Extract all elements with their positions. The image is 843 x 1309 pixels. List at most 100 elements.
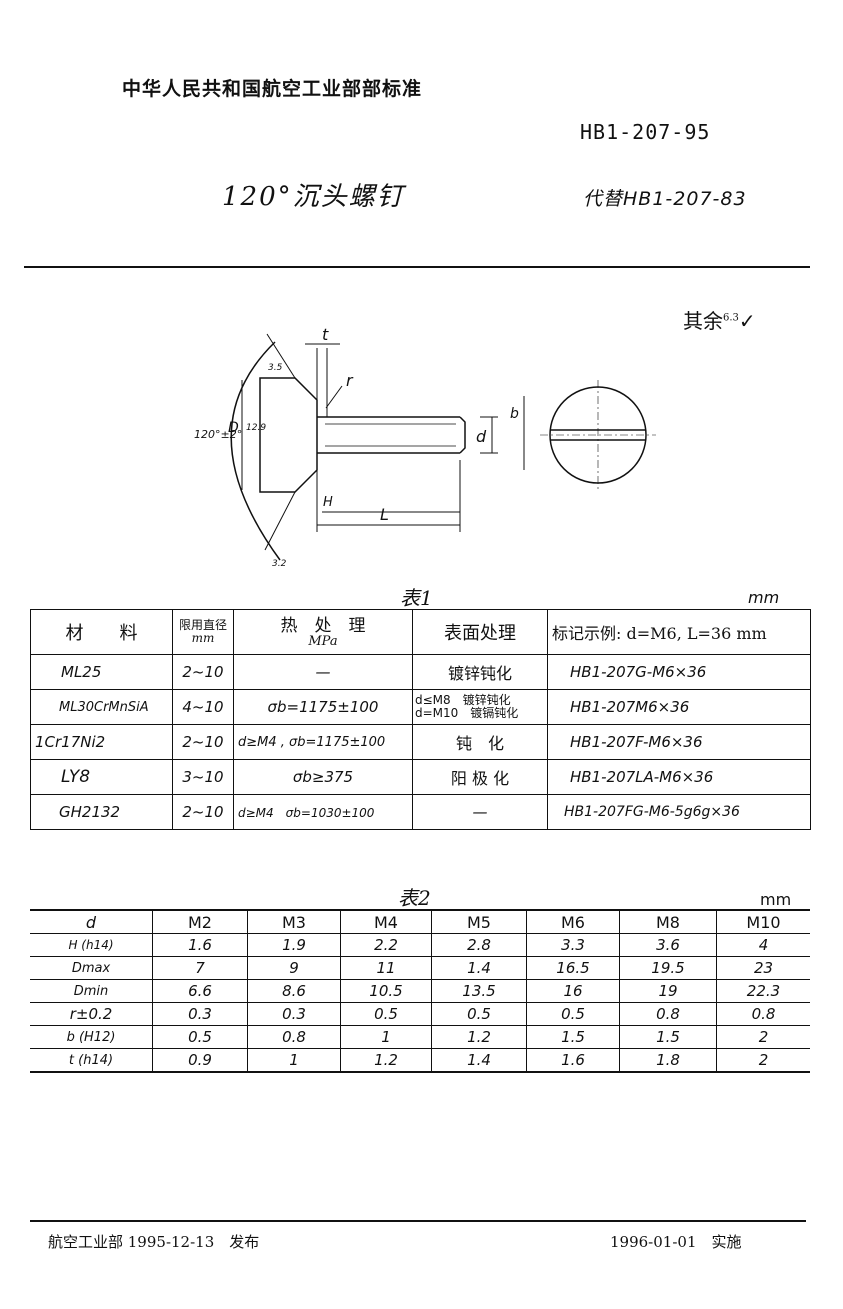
label-t: t [322, 325, 329, 344]
cell-range: 3~10 [172, 759, 234, 795]
screw-drawing: t r 120°±2° D 3.5 12.9 H L d b 3.2 [194, 325, 656, 569]
table2-unit: mm [760, 890, 792, 909]
cell: 16.5 [526, 956, 620, 980]
cell: 9 [247, 956, 341, 980]
col-m8: M8 [619, 910, 717, 934]
roughness-text: 其余 [683, 309, 723, 333]
cell: 1.6 [526, 1048, 620, 1073]
table1: 材 料 限用直径 mm 热 处 理 MPa 表面处理 标记示例: d=M6, L… [30, 609, 811, 830]
cell-example: HB1-207F-M6×36 [547, 724, 811, 760]
cell-range: 4~10 [172, 689, 234, 725]
table1-row: GH2132 2~10 d≥M4 σb=1030±100 — HB1-207FG… [30, 794, 811, 830]
table1-row: ML25 2~10 — 镀锌钝化 HB1-207G-M6×36 [30, 654, 811, 690]
table1-row: 1Cr17Ni2 2~10 d≥M4 , σb=1175±100 钝 化 HB1… [30, 724, 811, 760]
label-angle: 120°±2° [194, 428, 242, 441]
table2-row: r±0.2 0.3 0.3 0.5 0.5 0.5 0.8 0.8 [30, 1002, 810, 1026]
cell-heat: σb≥375 [233, 759, 413, 795]
cell: 0.3 [247, 1002, 341, 1026]
cell: 1.6 [152, 933, 248, 957]
cell-material: LY8 [30, 759, 173, 795]
cell-material: 1Cr17Ni2 [30, 724, 173, 760]
row-label: r±0.2 [30, 1002, 153, 1026]
table2-row: b (H12) 0.5 0.8 1 1.2 1.5 1.5 2 [30, 1025, 810, 1049]
label-chamfer-2: 12.9 [246, 423, 266, 433]
issue-date: 航空工业部 1995-12-13 发布 [48, 1233, 260, 1251]
effective-date: 1996-01-01 实施 [610, 1233, 742, 1251]
standard-number: HB1-207-95 [580, 120, 711, 144]
col-d: d [30, 910, 153, 934]
cell-material: ML25 [30, 654, 173, 690]
label-d: d [476, 427, 487, 446]
table2-caption: 表2 [398, 886, 431, 910]
table2-row: H (h14) 1.6 1.9 2.2 2.8 3.3 3.6 4 [30, 933, 810, 957]
col-m10: M10 [716, 910, 810, 934]
header-heat-treatment: 热 处 理 MPa [233, 609, 413, 655]
cell-range: 2~10 [172, 724, 234, 760]
label-L: L [380, 505, 389, 524]
cell: 0.5 [152, 1025, 248, 1049]
cell-material: ML30CrMnSiA [30, 689, 173, 725]
cell: 19 [619, 979, 717, 1003]
label-b: b [510, 406, 519, 422]
cell-example: HB1-207G-M6×36 [547, 654, 811, 690]
cell: 22.3 [716, 979, 810, 1003]
cell: 0.5 [526, 1002, 620, 1026]
cell: 2.8 [431, 933, 527, 957]
cell-surface: — [412, 794, 548, 830]
cell-surface: 镀锌钝化 [412, 654, 548, 690]
table1-unit: mm [748, 588, 780, 607]
col-m4: M4 [340, 910, 432, 934]
label-chamfer-1: 3.5 [268, 363, 283, 373]
row-label: t (h14) [30, 1048, 153, 1073]
cell: 1.5 [526, 1025, 620, 1049]
cell: 0.9 [152, 1048, 248, 1073]
cell: 13.5 [431, 979, 527, 1003]
cell: 0.8 [716, 1002, 810, 1026]
cell: 0.8 [619, 1002, 717, 1026]
row-label: b (H12) [30, 1025, 153, 1049]
cell-example: HB1-207M6×36 [547, 689, 811, 725]
cell-range: 2~10 [172, 654, 234, 690]
cell: 1.2 [340, 1048, 432, 1073]
cell: 19.5 [619, 956, 717, 980]
table1-row: LY8 3~10 σb≥375 阳 极 化 HB1-207LA-M6×36 [30, 759, 811, 795]
label-H: H [323, 495, 333, 510]
cell: 1.5 [619, 1025, 717, 1049]
header-material: 材 料 [30, 609, 173, 655]
cell: 0.5 [431, 1002, 527, 1026]
label-D: D [228, 420, 239, 436]
roughness-value: 6.3 [723, 312, 739, 324]
cell-example: HB1-207FG-M6-5g6g×36 [547, 794, 811, 830]
cell: 10.5 [340, 979, 432, 1003]
header-divider [24, 266, 810, 268]
screw-shank [317, 416, 466, 454]
cell: 1.2 [431, 1025, 527, 1049]
header-surface-treatment: 表面处理 [412, 609, 548, 655]
cell-example: HB1-207LA-M6×36 [547, 759, 811, 795]
cell-surface: d≤M8 镀锌钝化 d=M10 镀镉钝化 [412, 689, 548, 725]
cell-surface: 钝 化 [412, 724, 548, 760]
cell: 0.8 [247, 1025, 341, 1049]
cell: 6.6 [152, 979, 248, 1003]
cell: 11 [340, 956, 432, 980]
cell: 4 [716, 933, 810, 957]
cell: 2.2 [340, 933, 432, 957]
cell: 23 [716, 956, 810, 980]
cell: 2 [716, 1025, 810, 1049]
row-label: Dmin [30, 979, 153, 1003]
cell-range: 2~10 [172, 794, 234, 830]
cell-surface: 阳 极 化 [412, 759, 548, 795]
replaces-note: 代替HB1-207-83 [583, 188, 747, 210]
cell: 3.6 [619, 933, 717, 957]
issuing-organization: 中华人民共和国航空工业部部标准 [122, 78, 423, 100]
table1-header-row: 材 料 限用直径 mm 热 处 理 MPa 表面处理 标记示例: d=M6, L… [30, 609, 811, 655]
cell: 1.4 [431, 956, 527, 980]
label-r: r [346, 371, 354, 390]
cell: 3.3 [526, 933, 620, 957]
document-title: 120°沉头螺钉 [222, 182, 405, 212]
col-m5: M5 [431, 910, 527, 934]
col-m6: M6 [526, 910, 620, 934]
table2-row: t (h14) 0.9 1 1.2 1.4 1.6 1.8 2 [30, 1048, 810, 1073]
cell: 0.5 [340, 1002, 432, 1026]
header-designation-example: 标记示例: d=M6, L=36 mm [547, 609, 811, 655]
